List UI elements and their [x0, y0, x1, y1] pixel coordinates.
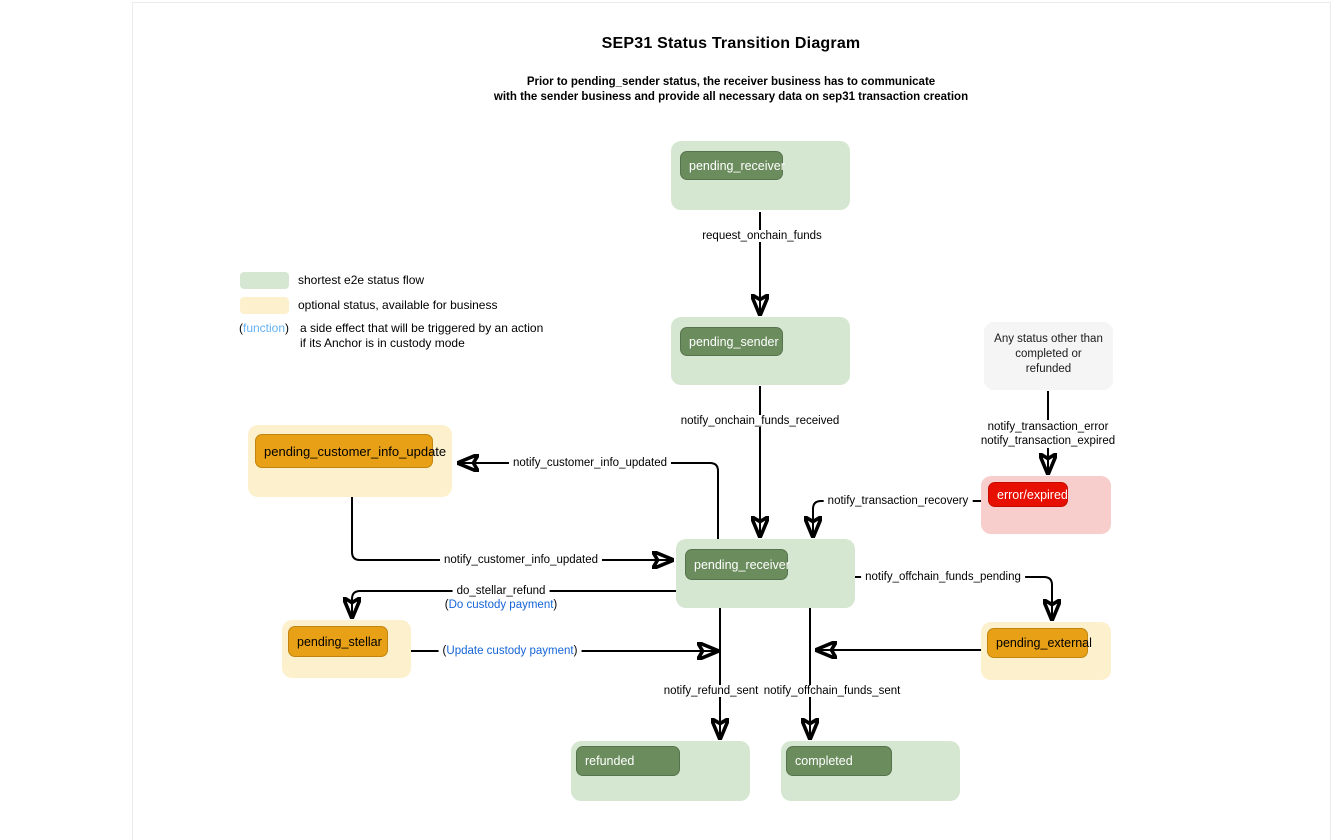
- node-pending-external-badge: pending_external: [987, 628, 1092, 658]
- node-error-expired-badge: error/expired: [988, 482, 1068, 507]
- node-completed-badge: completed: [786, 746, 892, 776]
- node-pending-stellar-badge: pending_stellar: [288, 626, 388, 657]
- paren-close: ): [285, 321, 290, 335]
- node-any-status: Any status other than completed or refun…: [984, 322, 1113, 390]
- node-pending-external: pending_external: [981, 622, 1111, 680]
- edge-label-notify-customer-info-updated-top: notify_customer_info_updated: [508, 457, 672, 469]
- paren-close: ): [573, 645, 578, 657]
- edge-label-notify-customer-info-updated-bottom: notify_customer_info_updated: [439, 554, 603, 566]
- legend-green-swatch: [240, 272, 289, 289]
- edge-label-update-custody-payment: (Update custody payment): [438, 645, 582, 657]
- node-pending-customer-info-update: pending_customer_info_update: [248, 425, 452, 497]
- node-pending-receiver-mid: pending_receiver: [676, 539, 855, 608]
- edge-label-notify-transaction-error: notify_transaction_error: [987, 421, 1109, 433]
- paren-open: (: [239, 321, 243, 335]
- paren-close: ): [553, 599, 558, 611]
- node-pending-sender-badge: pending_sender: [680, 327, 783, 356]
- page-subtitle: Prior to pending_sender status, the rece…: [132, 75, 1330, 105]
- node-pending-sender: pending_sender: [671, 317, 850, 385]
- edge-label-notify-transaction-error-expired: notify_transaction_error notify_transact…: [976, 420, 1120, 448]
- node-refunded: refunded: [571, 741, 750, 801]
- legend-function-description: a side effect that will be triggered by …: [300, 321, 543, 350]
- node-pending-stellar: pending_stellar: [282, 620, 411, 678]
- do-custody-payment-text: Do custody payment: [448, 599, 554, 611]
- node-pending-customer-info-update-badge: pending_customer_info_update: [255, 434, 446, 468]
- page-title: SEP31 Status Transition Diagram: [601, 35, 861, 52]
- edge-label-notify-refund-sent: notify_refund_sent: [659, 685, 763, 697]
- edge-label-do-custody-payment: (Do custody payment): [440, 599, 562, 611]
- legend-yellow-swatch: [240, 297, 289, 314]
- node-pending-receiver-top: pending_receiver: [671, 141, 850, 210]
- subtitle-line-2: with the sender business and provide all…: [493, 91, 969, 103]
- legend-green-label: shortest e2e status flow: [298, 273, 425, 287]
- legend-yellow-label: optional status, available for business: [298, 298, 498, 312]
- legend-function-token: (function): [239, 321, 289, 336]
- node-pending-receiver-mid-badge: pending_receiver: [685, 549, 790, 580]
- subtitle-line-1: Prior to pending_sender status, the rece…: [526, 76, 936, 88]
- edge-label-do-stellar-refund: do_stellar_refund: [452, 585, 550, 597]
- edge-label-notify-offchain-funds-pending: notify_offchain_funds_pending: [861, 571, 1025, 583]
- edge-label-notify-transaction-recovery: notify_transaction_recovery: [823, 495, 973, 507]
- update-custody-payment-text: Update custody payment: [446, 645, 574, 657]
- edge-label-notify-offchain-funds-sent: notify_offchain_funds_sent: [759, 685, 905, 697]
- node-error-expired: error/expired: [981, 476, 1111, 534]
- legend-function-desc-line-1: a side effect that will be triggered by …: [300, 321, 544, 335]
- legend-function-word: function: [243, 321, 286, 335]
- legend-function-desc-line-2: if its Anchor is in custody mode: [300, 335, 465, 350]
- node-pending-receiver-top-badge: pending_receiver: [680, 151, 785, 180]
- edge-label-notify-onchain-funds-received: notify_onchain_funds_received: [676, 415, 844, 427]
- paren-open: (: [442, 645, 447, 657]
- paren-open: (: [444, 599, 449, 611]
- edge-label-notify-transaction-expired: notify_transaction_expired: [980, 435, 1116, 447]
- edge-label-request-onchain-funds: request_onchain_funds: [698, 230, 826, 242]
- node-refunded-badge: refunded: [576, 746, 680, 776]
- node-completed: completed: [781, 741, 960, 801]
